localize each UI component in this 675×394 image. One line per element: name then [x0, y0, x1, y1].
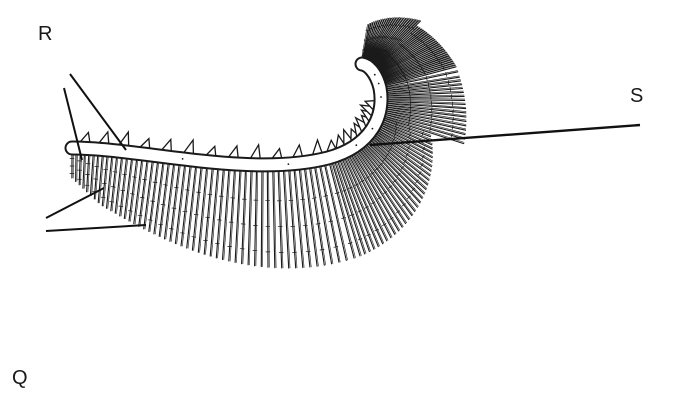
filament-hatch: [143, 179, 147, 180]
pointer-r-2: [70, 74, 126, 150]
gill-filament: [337, 155, 371, 251]
filament-hatch: [123, 174, 127, 175]
filament-hatch: [128, 211, 132, 212]
filament-hatch: [161, 205, 165, 206]
filament-hatch: [159, 224, 163, 225]
filament-hatch: [169, 229, 173, 230]
filament-hatch: [140, 197, 144, 198]
filament-hatch: [408, 86, 409, 90]
filament-hatch: [428, 83, 429, 87]
filament-hatch: [130, 194, 134, 195]
pointer-q-2: [46, 225, 146, 231]
filament-hatch: [448, 81, 449, 85]
gill-filament: [187, 161, 197, 249]
filament-hatch: [153, 182, 157, 183]
filament-hatch: [119, 206, 123, 207]
gill-filament: [261, 165, 262, 267]
filament-hatch: [133, 177, 137, 178]
filament-hatch: [148, 220, 152, 221]
pointer-q-1: [46, 188, 104, 218]
gill-raker: [250, 145, 260, 159]
gill-filament: [126, 153, 134, 219]
gill-filament: [381, 98, 465, 99]
filament-hatch: [111, 187, 115, 188]
filament-hatch: [174, 187, 178, 188]
label-r: R: [38, 24, 52, 44]
filament-hatch: [138, 215, 142, 216]
arch-speckle: [372, 128, 374, 130]
label-q: Q: [12, 368, 28, 388]
gill-filament: [223, 164, 230, 260]
gill-filament: [134, 154, 143, 224]
arch-speckle: [380, 96, 382, 98]
arch-speckle: [182, 158, 184, 160]
gill-filament: [263, 165, 264, 267]
gill-filament: [235, 164, 240, 262]
filament-hatch: [151, 201, 155, 202]
gill-filament: [108, 151, 114, 209]
arch-speckle: [355, 144, 357, 146]
label-s: S: [630, 86, 643, 106]
arch-speckle: [378, 83, 380, 85]
arch-speckle: [374, 74, 376, 76]
filament-hatch: [306, 251, 310, 252]
gill-filament: [283, 164, 289, 268]
filament-hatch: [164, 185, 168, 186]
arch-speckle: [288, 163, 290, 165]
